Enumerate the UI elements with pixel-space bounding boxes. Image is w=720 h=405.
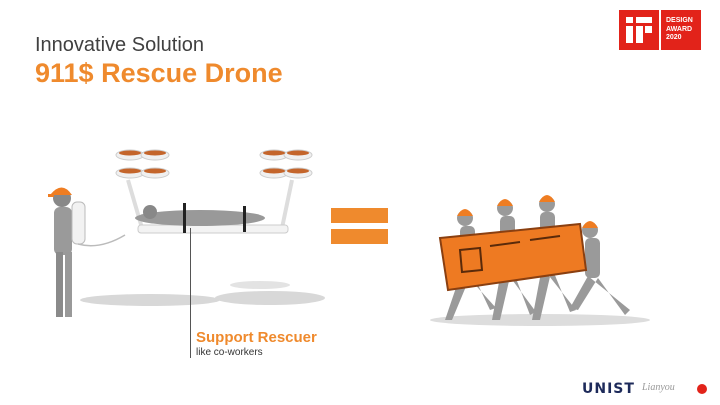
callout-line — [190, 228, 191, 358]
if-logo-icon — [619, 10, 659, 50]
award-line-design: DESIGN — [666, 17, 693, 24]
award-line-award: AWARD — [666, 25, 693, 33]
unist-logo: UNIST — [582, 381, 635, 397]
equals-sign-top — [331, 208, 388, 223]
award-line-year: 2020 — [666, 34, 682, 41]
slide-subtitle: Innovative Solution — [35, 34, 205, 56]
lianyou-emblem-icon — [697, 384, 707, 394]
workers-carrying-stretcher-illustration — [430, 195, 650, 326]
rescuer-figure — [48, 187, 126, 317]
orange-stretcher — [438, 222, 588, 292]
if-design-award-logo: DESIGN AWARD 2020 — [619, 10, 701, 50]
lianyou-signature-logo: Lianyou — [642, 382, 675, 393]
drone-rescue-illustration — [48, 149, 325, 317]
drone-stretcher — [115, 149, 313, 234]
callout-title: Support Rescuer — [196, 329, 317, 346]
callout-subtitle: like co-workers — [196, 347, 263, 358]
equals-sign-bottom — [331, 229, 388, 244]
award-text: DESIGN AWARD 2020 — [661, 10, 701, 50]
slide-title: 911$ Rescue Drone — [35, 58, 283, 88]
